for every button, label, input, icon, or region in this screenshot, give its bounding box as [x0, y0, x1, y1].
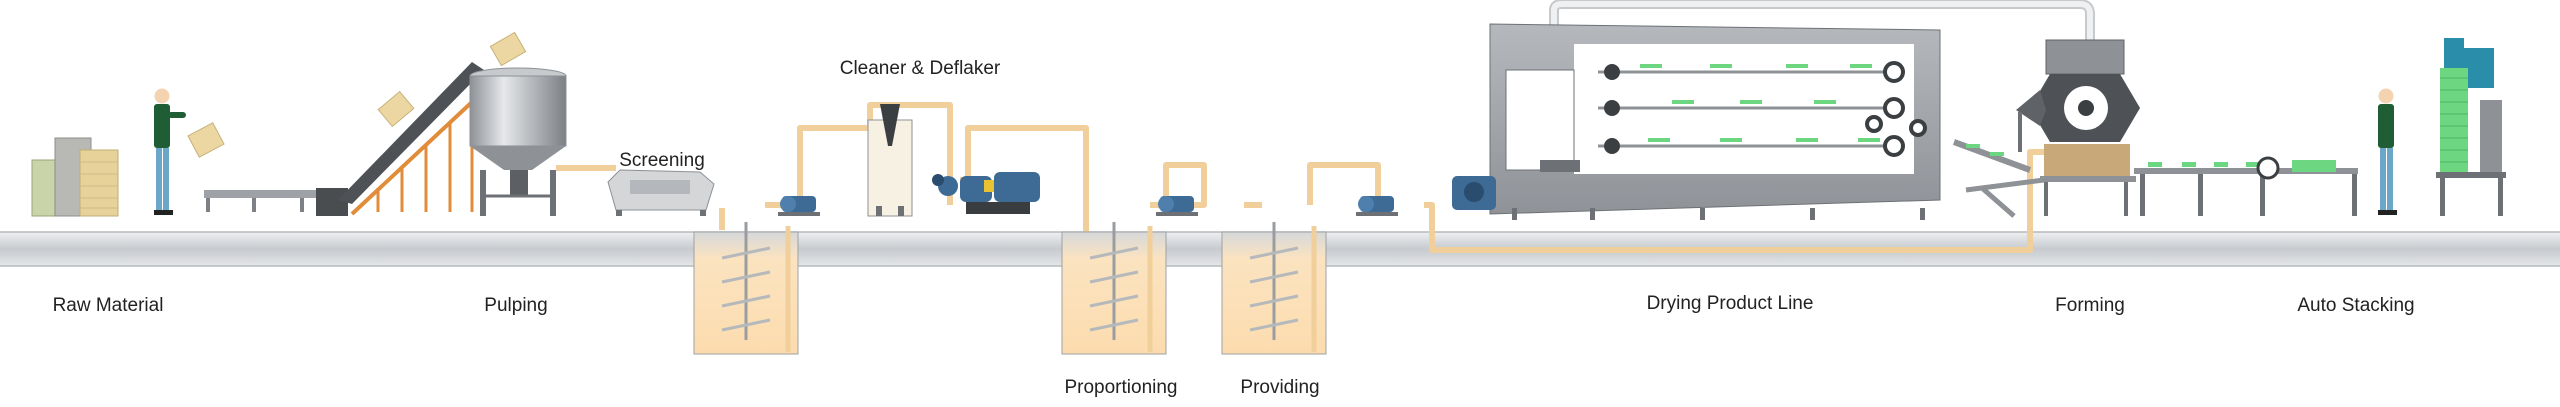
label-auto-stacking: Auto Stacking	[2297, 295, 2415, 316]
label-forming: Forming	[2055, 295, 2125, 316]
label-proportioning: Proportioning	[1064, 377, 1178, 398]
feed-conveyor	[204, 188, 348, 216]
dryer-rollers	[1865, 61, 1927, 157]
forming-takeoff-conveyor	[1980, 176, 2136, 218]
proportioning-tank	[1061, 222, 1167, 355]
label-providing: Providing	[1240, 377, 1320, 398]
dryer-blower	[1452, 176, 1496, 210]
forming-machine	[2016, 39, 2140, 180]
auto-stacker	[2436, 38, 2506, 216]
hydrapulper-tank	[469, 67, 567, 216]
drying-line-duct	[1549, 0, 2095, 40]
worker-figure-right	[2378, 88, 2397, 215]
dryer-conveyor-tiers	[1598, 70, 1892, 148]
label-drying-product-line: Drying Product Line	[1646, 293, 1814, 314]
deflaker	[932, 172, 1040, 214]
raw-material-bales	[31, 137, 119, 217]
cleaner-cone	[867, 104, 913, 217]
pump-2	[1156, 196, 1198, 216]
dryer-drive-units	[1604, 64, 1620, 154]
label-pulping: Pulping	[484, 295, 548, 316]
dryer-body	[1489, 23, 1941, 220]
label-cleaner-deflaker: Cleaner & Deflaker	[839, 58, 1001, 79]
label-screening: Screening	[619, 150, 705, 171]
pump-1	[778, 196, 820, 216]
providing-tank	[1221, 222, 1327, 355]
inclined-chain-conveyor	[338, 31, 527, 216]
transfer-conveyor	[1952, 139, 2045, 193]
stock-chest-tank-1	[693, 222, 799, 355]
label-raw-material: Raw Material	[52, 295, 164, 316]
thrown-bale	[187, 122, 225, 158]
worker-figure-left	[154, 88, 186, 215]
pump-3	[1356, 196, 1398, 216]
dryer-product-trays	[1640, 64, 1880, 142]
pressure-screen	[607, 169, 715, 216]
stacking-conveyor	[2134, 156, 2358, 216]
